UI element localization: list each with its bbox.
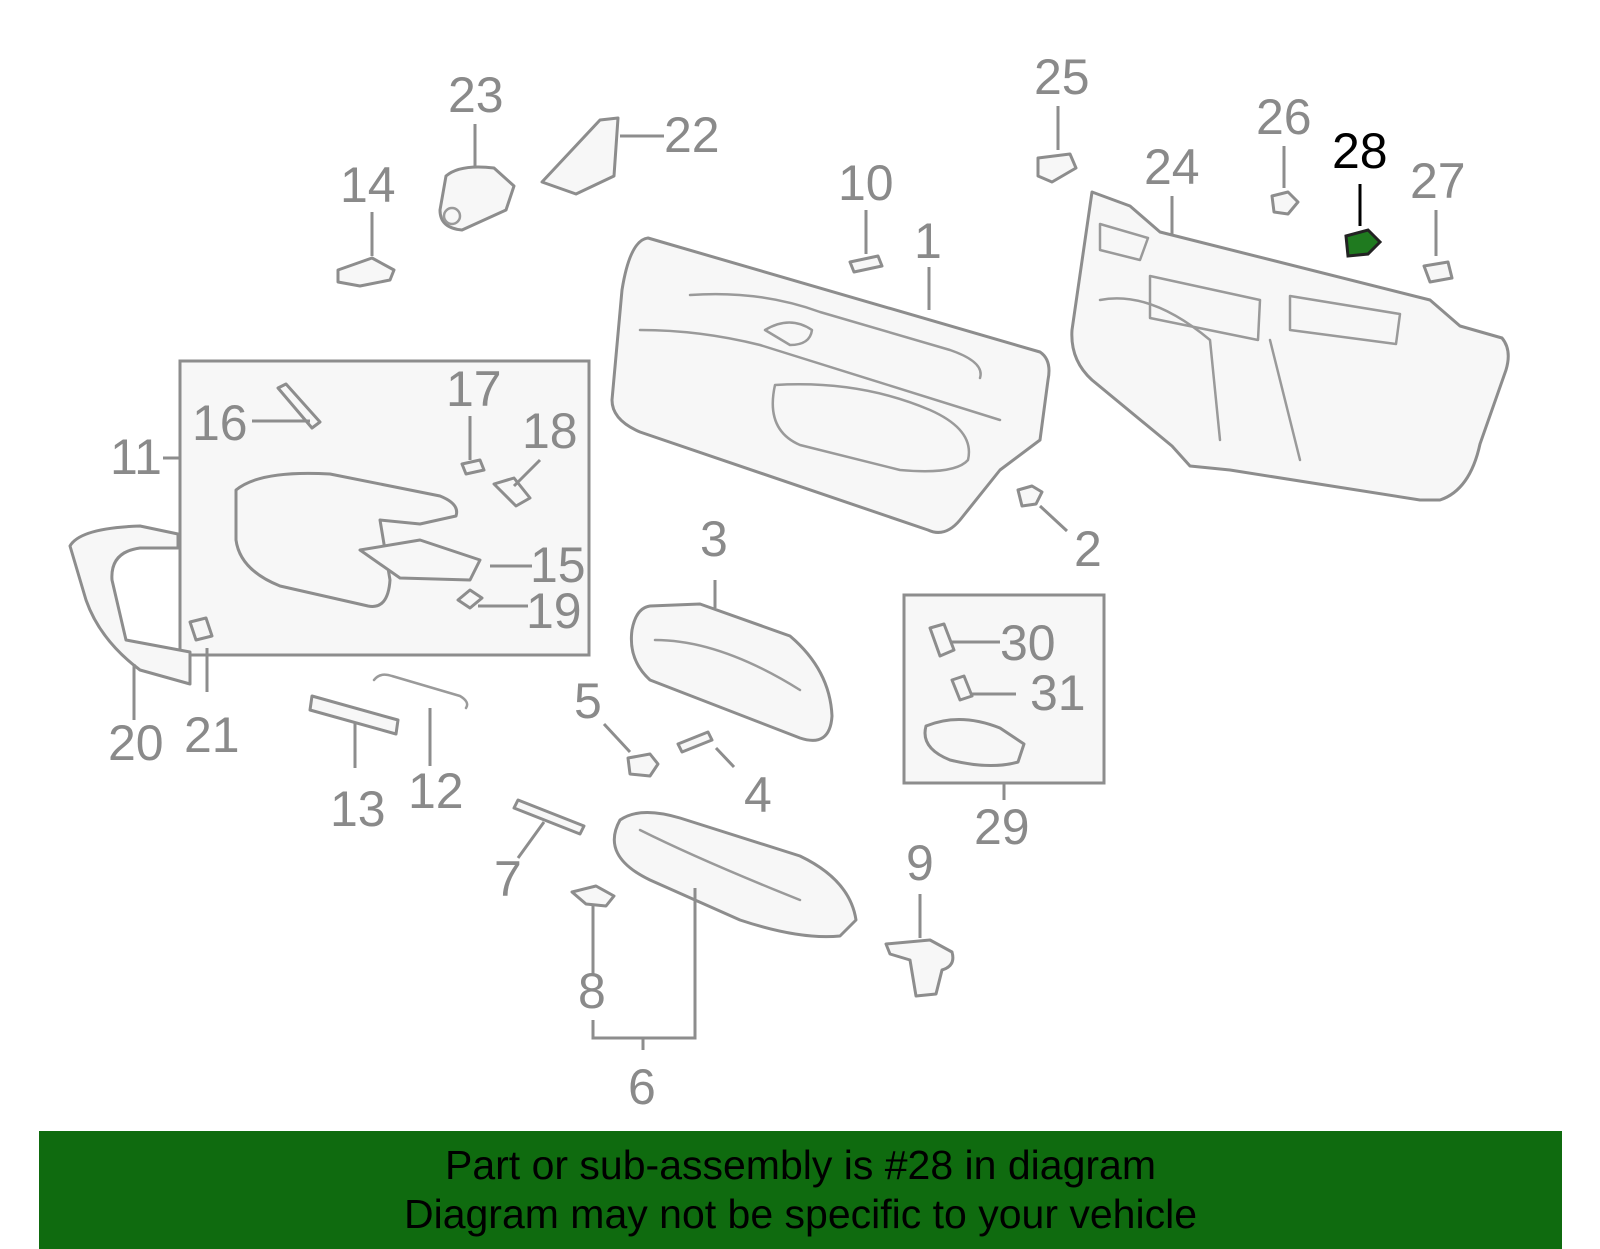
part-8-clip[interactable] (570, 884, 616, 908)
callout-7: 7 (494, 851, 522, 907)
callout-18: 18 (522, 403, 578, 459)
callout-14: 14 (340, 157, 396, 213)
callout-5: 5 (574, 673, 602, 729)
part-20-trim-strip[interactable] (68, 524, 192, 686)
callout-26: 26 (1256, 89, 1312, 145)
part-15-pull-cup[interactable] (234, 471, 482, 608)
part-17-screw[interactable] (460, 458, 486, 476)
callout-20: 20 (108, 715, 164, 771)
callout-2: 2 (1074, 521, 1102, 577)
part-19-pad[interactable] (456, 588, 484, 610)
part-26-clip[interactable] (1270, 190, 1300, 216)
part-10-screw[interactable] (848, 254, 884, 274)
part-2-clip[interactable] (1016, 484, 1044, 508)
leader-18 (512, 458, 542, 488)
callout-3: 3 (700, 511, 728, 567)
callout-6: 6 (628, 1059, 656, 1115)
leader-4 (714, 746, 736, 769)
part-22-bracket[interactable] (540, 116, 620, 196)
part-9-handle[interactable] (884, 938, 955, 998)
callout-8: 8 (578, 963, 606, 1019)
callout-17: 17 (446, 361, 502, 417)
part-3-bezel[interactable] (629, 602, 834, 742)
callout-24: 24 (1144, 139, 1200, 195)
part-31-bulb[interactable] (950, 674, 974, 702)
info-banner: Part or sub-assembly is #28 in diagram D… (39, 1131, 1562, 1249)
callout-1: 1 (914, 213, 942, 269)
part-6-armrest[interactable] (612, 810, 858, 939)
leader-7 (516, 821, 546, 859)
callout-22: 22 (664, 107, 720, 163)
callout-21: 21 (184, 707, 240, 763)
part-29-lamp[interactable] (923, 717, 1026, 768)
callout-16: 16 (192, 395, 248, 451)
banner-line-1: Part or sub-assembly is #28 in diagram (445, 1142, 1156, 1188)
callout-9: 9 (906, 835, 934, 891)
callout-29: 29 (974, 799, 1030, 855)
callout-15: 15 (530, 537, 586, 593)
callout-13: 13 (330, 781, 386, 837)
callout-30: 30 (1000, 615, 1056, 671)
part-16-screw[interactable] (276, 382, 322, 430)
part-30-bulb-socket[interactable] (928, 622, 956, 658)
callout-23: 23 (448, 67, 504, 123)
part-7-rod[interactable] (512, 798, 586, 836)
callout-28-highlighted: 28 (1332, 123, 1388, 179)
callout-4: 4 (744, 767, 772, 823)
callout-27: 27 (1410, 153, 1466, 209)
banner-line-2: Diagram may not be specific to your vehi… (403, 1191, 1197, 1237)
part-21-clip[interactable] (188, 616, 214, 642)
part-23-switch[interactable] (438, 165, 516, 232)
part-1-door-trim-panel[interactable] (610, 236, 1051, 534)
part-18-screw[interactable] (492, 476, 532, 508)
callout-19: 19 (526, 583, 582, 639)
leader-2 (1038, 504, 1069, 533)
callout-31: 31 (1030, 665, 1086, 721)
part-5-cap[interactable] (626, 752, 660, 778)
leader-5 (602, 722, 632, 754)
callout-25: 25 (1034, 49, 1090, 105)
part-12-spring[interactable] (372, 673, 469, 710)
part-14-switch[interactable] (336, 256, 396, 288)
part-25-clip[interactable] (1036, 152, 1078, 184)
part-27-clip[interactable] (1422, 260, 1454, 284)
callout-12: 12 (408, 763, 464, 819)
callout-11: 11 (110, 429, 162, 485)
part-24-door-inner-trim[interactable] (1070, 190, 1510, 502)
part-28-highlighted[interactable] (1344, 228, 1383, 258)
callout-10: 10 (838, 155, 894, 211)
part-4-screw[interactable] (676, 730, 714, 754)
leader-6 (591, 888, 697, 1050)
part-13-spring[interactable] (308, 694, 400, 736)
